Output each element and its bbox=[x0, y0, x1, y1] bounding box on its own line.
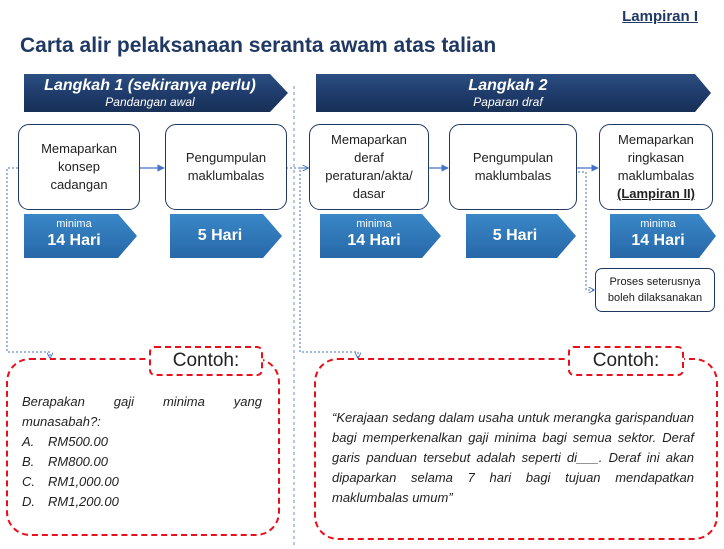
duration-chevron-5 bbox=[610, 214, 716, 258]
box5-line: maklumbalas bbox=[617, 168, 695, 183]
next-process-line: Proses seterusnya bbox=[609, 276, 701, 288]
box2-line: maklumbalas bbox=[187, 168, 265, 183]
next-process-line: boleh dilaksanakan bbox=[607, 292, 703, 304]
step1-banner-shape bbox=[24, 74, 288, 112]
option-c: C. RM1,000.00 bbox=[22, 472, 262, 492]
box1-line: konsep bbox=[58, 159, 100, 174]
example-left-frame bbox=[6, 358, 280, 536]
link-to-example-left bbox=[6, 167, 50, 358]
duration-chevron-4 bbox=[466, 214, 576, 258]
option-b: B. RM800.00 bbox=[22, 452, 262, 472]
step2-heading: Langkah 2 bbox=[468, 77, 548, 94]
example-left-tag: Contoh: bbox=[149, 346, 263, 376]
box3-line: peraturan/akta/ bbox=[325, 168, 413, 183]
option-text: RM500.00 bbox=[48, 434, 108, 449]
link-to-example-right bbox=[299, 167, 358, 358]
arrow-next-process bbox=[578, 171, 594, 290]
question-line-2: munasabah?: bbox=[22, 414, 101, 429]
duration-min: minima bbox=[356, 218, 392, 230]
process-box-3: Memaparkan deraf peraturan/akta/ dasar bbox=[309, 124, 429, 210]
page-title: Carta alir pelaksanaan seranta awam atas… bbox=[20, 34, 497, 57]
appendix-ii-link[interactable]: (Lampiran II) bbox=[616, 186, 695, 201]
duration-label-3: minima 14 Hari bbox=[320, 214, 428, 258]
duration-label-4: 5 Hari bbox=[466, 214, 564, 258]
box5-line: ringkasan bbox=[627, 150, 685, 165]
duration-label-1: minima 14 Hari bbox=[24, 214, 124, 258]
duration-min: minima bbox=[56, 218, 92, 230]
duration-label-5: minima 14 Hari bbox=[610, 214, 706, 258]
appendix-label: Lampiran I bbox=[622, 8, 698, 25]
option-letter: D. bbox=[22, 494, 35, 509]
process-box-1: Memaparkan konsep cadangan bbox=[18, 124, 140, 210]
box4-line: maklumbalas bbox=[474, 168, 552, 183]
next-process-box: Proses seterusnya boleh dilaksanakan bbox=[595, 268, 715, 312]
duration-days: 5 Hari bbox=[197, 227, 243, 244]
step1-heading: Langkah 1 (sekiranya perlu) bbox=[44, 77, 256, 94]
option-text: RM1,000.00 bbox=[48, 474, 119, 489]
duration-chevron-1 bbox=[24, 214, 137, 258]
example-right-quote: “Kerajaan sedang dalam usaha untuk meran… bbox=[332, 410, 694, 505]
option-text: RM800.00 bbox=[48, 454, 108, 469]
step2-subheading: Paparan draf bbox=[473, 95, 543, 109]
option-text: RM1,200.00 bbox=[48, 494, 119, 509]
question-line-1: Berapakan gaji minima yang bbox=[22, 394, 262, 409]
duration-label-2: 5 Hari bbox=[170, 214, 270, 258]
step2-banner: Langkah 2 Paparan draf bbox=[316, 74, 700, 112]
step1-banner: Langkah 1 (sekiranya perlu) Pandangan aw… bbox=[24, 74, 276, 112]
process-box-2: Pengumpulan maklumbalas bbox=[165, 124, 287, 210]
option-letter: A. bbox=[22, 434, 35, 449]
box3-line: dasar bbox=[352, 186, 386, 201]
option-a: A. RM500.00 bbox=[22, 432, 262, 452]
duration-min: minima bbox=[640, 218, 676, 230]
duration-days: 14 Hari bbox=[347, 232, 401, 249]
duration-days: 5 Hari bbox=[492, 227, 538, 244]
process-box-4: Pengumpulan maklumbalas bbox=[449, 124, 577, 210]
step2-banner-shape bbox=[316, 74, 711, 112]
duration-days: 14 Hari bbox=[631, 232, 685, 249]
step1-subheading: Pandangan awal bbox=[105, 95, 195, 109]
box3-line: deraf bbox=[354, 150, 384, 165]
example-left-content: Berapakan gaji minima yang munasabah?: A… bbox=[22, 392, 262, 512]
box3-line: Memaparkan bbox=[331, 132, 407, 147]
box2-line: Pengumpulan bbox=[185, 150, 267, 165]
duration-days: 14 Hari bbox=[47, 232, 101, 249]
option-d: D. RM1,200.00 bbox=[22, 492, 262, 512]
box5-line: Memaparkan bbox=[618, 132, 694, 147]
option-letter: B. bbox=[22, 454, 35, 469]
process-box-5: Memaparkan ringkasan maklumbalas (Lampir… bbox=[599, 124, 713, 210]
example-right-frame bbox=[314, 358, 718, 540]
example-right-tag: Contoh: bbox=[568, 346, 684, 376]
option-letter: C. bbox=[22, 474, 35, 489]
box1-line: cadangan bbox=[50, 177, 108, 192]
duration-chevron-2 bbox=[170, 214, 282, 258]
duration-chevron-3 bbox=[320, 214, 441, 258]
box4-line: Pengumpulan bbox=[472, 150, 554, 165]
box1-line: Memaparkan bbox=[41, 141, 117, 156]
